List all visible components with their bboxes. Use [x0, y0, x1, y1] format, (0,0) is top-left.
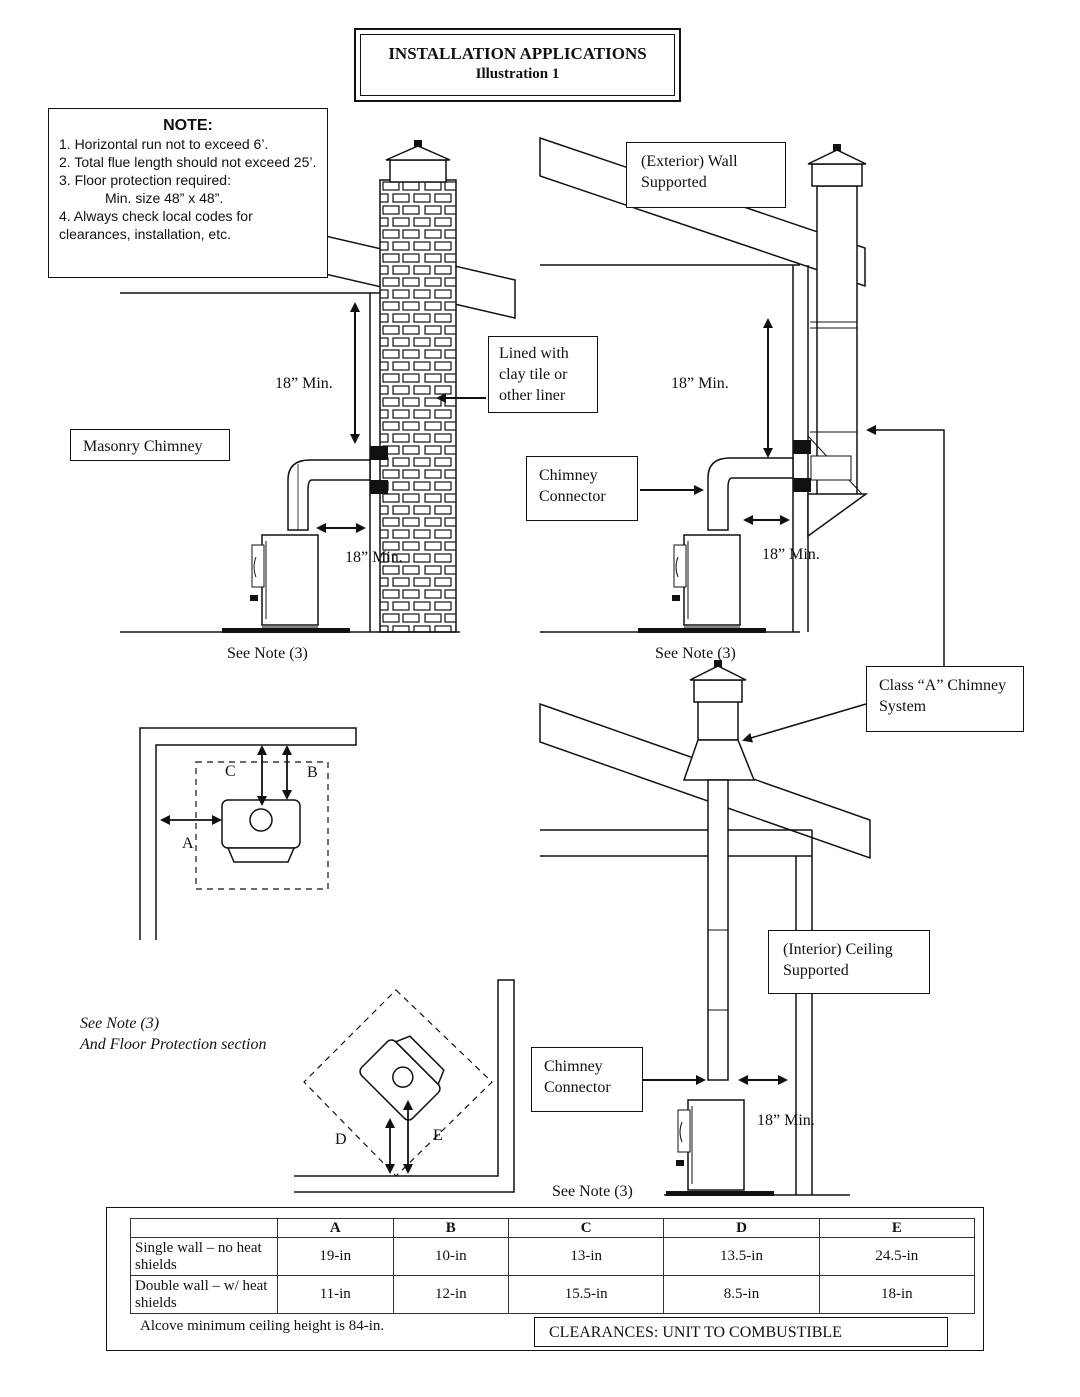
table-header-row: A B C D E: [130, 1218, 976, 1238]
note-item-4: 4. Always check local codes for clearanc…: [59, 208, 253, 242]
table-header-e: E: [818, 1218, 976, 1238]
floor-protection-note-1: See Note (3): [80, 1015, 160, 1032]
table-cell: 13-in: [508, 1237, 665, 1276]
table-cell: 18-in: [818, 1275, 976, 1314]
see-note-label-3: See Note (3): [552, 1183, 633, 1200]
clearance-label-e: E: [433, 1127, 443, 1144]
diagonal-plan-view: [294, 979, 515, 1193]
min-horizontal-label-2: 18” Min.: [762, 546, 820, 563]
corner-plan-view: [139, 727, 357, 940]
clearances-caption: CLEARANCES: UNIT TO COMBUSTIBLE: [534, 1317, 948, 1347]
floor-protection-note-2: And Floor Protection section: [80, 1036, 267, 1053]
table-header-b: B: [392, 1218, 510, 1238]
title-frame: INSTALLATION APPLICATIONS Illustration 1: [354, 28, 681, 102]
clearance-label-c: C: [225, 763, 236, 780]
chimney-connector-label-upper: Chimney Connector: [526, 456, 638, 521]
title-line-1: INSTALLATION APPLICATIONS: [388, 44, 647, 63]
exterior-wall-panel: [539, 136, 945, 666]
note-item-3: 3. Floor protection required:: [59, 172, 231, 188]
interior-ceiling-panel: [539, 660, 871, 1196]
clearance-table-frame: [106, 1207, 984, 1351]
note-item-3-detail: Min. size 48” x 48”.: [105, 190, 224, 206]
table-header-a: A: [277, 1218, 394, 1238]
note-item-1: 1. Horizontal run not to exceed 6’.: [59, 136, 269, 152]
table-cell: 11-in: [277, 1275, 394, 1314]
note-heading: NOTE:: [163, 117, 213, 134]
chimney-connector-label-lower: Chimney Connector: [531, 1047, 643, 1112]
title-line-2: Illustration 1: [475, 66, 560, 82]
masonry-chimney-label: Masonry Chimney: [70, 429, 230, 461]
note-item-2: 2. Total flue length should not exceed 2…: [59, 154, 317, 170]
clearance-label-a: A: [182, 835, 194, 852]
table-cell: 13.5-in: [663, 1237, 820, 1276]
table-cell: 12-in: [392, 1275, 510, 1314]
clearance-table: A B C D E Single wall – no heat shields …: [130, 1218, 976, 1314]
interior-ceiling-label: (Interior) Ceiling Supported: [768, 930, 930, 994]
alcove-ceiling-note: Alcove minimum ceiling height is 84-in.: [140, 1318, 385, 1334]
table-cell: 24.5-in: [818, 1237, 976, 1276]
exterior-wall-label: (Exterior) Wall Supported: [626, 142, 786, 208]
lined-liner-label: Lined with clay tile or other liner: [488, 336, 598, 413]
min-horizontal-label-1: 18” Min.: [345, 549, 403, 566]
row-label: Double wall – w/ heat shields: [130, 1275, 278, 1314]
table-cell: 8.5-in: [663, 1275, 820, 1314]
table-header-blank: [130, 1218, 278, 1238]
clearance-label-d: D: [335, 1131, 347, 1148]
note-box: NOTE: 1. Horizontal run not to exceed 6’…: [48, 108, 328, 278]
table-cell: 10-in: [392, 1237, 510, 1276]
min-vertical-label-2: 18” Min.: [671, 375, 729, 392]
min-vertical-label-1: 18” Min.: [275, 375, 333, 392]
page-title: INSTALLATION APPLICATIONS Illustration 1: [360, 34, 675, 96]
row-label: Single wall – no heat shields: [130, 1237, 278, 1276]
table-cell: 15.5-in: [508, 1275, 665, 1314]
table-row: Single wall – no heat shields 19-in 10-i…: [130, 1237, 976, 1276]
see-note-label-1: See Note (3): [227, 645, 308, 662]
table-row: Double wall – w/ heat shields 11-in 12-i…: [130, 1275, 976, 1314]
min-horizontal-label-3: 18” Min.: [757, 1112, 815, 1129]
table-cell: 19-in: [277, 1237, 394, 1276]
table-header-c: C: [508, 1218, 665, 1238]
table-header-d: D: [663, 1218, 820, 1238]
class-a-chimney-label: Class “A” Chimney System: [866, 666, 1024, 732]
see-note-label-2: See Note (3): [655, 645, 736, 662]
clearance-label-b: B: [307, 764, 318, 781]
